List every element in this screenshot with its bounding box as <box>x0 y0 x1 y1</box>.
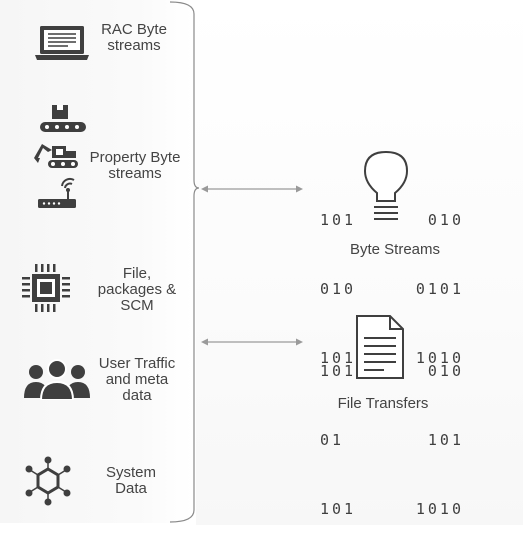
binary-row: 1010 <box>320 349 369 367</box>
bidirectional-arrow-byte-streams <box>201 185 303 193</box>
binary-row: 1010 <box>415 500 464 518</box>
source-label-file: File, packages & SCM <box>84 266 190 314</box>
sources-panel <box>0 0 194 523</box>
binary-digits-right: 010 101 1010 <box>412 314 464 544</box>
source-label-system: System Data <box>88 465 174 497</box>
source-label-line: SCM <box>120 297 154 314</box>
excavator-icon <box>34 144 78 168</box>
source-label-line: packages & <box>97 281 177 298</box>
binary-row: 101 <box>320 211 357 229</box>
hexagon-network-icon <box>25 456 71 506</box>
source-label-property: Property Byte streams <box>80 150 190 182</box>
target-caption-byte-streams: Byte Streams <box>349 241 441 258</box>
lightbulb-icon <box>363 150 409 220</box>
binary-row: 010 <box>427 362 464 380</box>
targets-panel <box>196 0 523 525</box>
source-label-line: streams <box>108 165 162 182</box>
binary-row: 0101 <box>415 280 464 298</box>
document-icon <box>356 315 404 379</box>
binary-digits-right: 010 0101 1010 <box>412 163 464 393</box>
target-caption-file-transfers: File Transfers <box>337 395 429 412</box>
source-label-line: System <box>105 464 156 481</box>
source-label-line: Data <box>115 480 147 497</box>
conveyor-icon <box>40 105 86 132</box>
bidirectional-arrow-file-transfers <box>201 338 303 346</box>
source-label-line: User Traffic <box>98 355 176 372</box>
binary-row: 010 <box>320 280 357 298</box>
binary-digits-left: 101 010 1010 <box>320 163 368 393</box>
chip-icon <box>22 264 70 312</box>
binary-digits-left: 101 01 101 <box>320 314 356 544</box>
binary-row: 010 <box>427 211 464 229</box>
source-label-user: User Traffic and meta data <box>88 356 186 404</box>
source-label-line: RAC Byte <box>101 21 167 38</box>
router-icon <box>38 177 76 208</box>
binary-row: 01 <box>320 431 345 449</box>
grouping-brace <box>169 1 200 523</box>
binary-row: 101 <box>320 362 357 380</box>
laptop-icon <box>35 26 89 60</box>
source-label-line: streams <box>107 37 161 54</box>
source-label-rac: RAC Byte streams <box>84 22 184 54</box>
binary-row: 101 <box>320 500 357 518</box>
source-label-line: File, <box>122 265 152 282</box>
source-label-line: data <box>122 387 152 404</box>
source-label-line: Property Byte <box>89 149 181 166</box>
binary-row: 101 <box>427 431 464 449</box>
users-icon <box>24 359 90 400</box>
binary-row: 1010 <box>415 349 464 367</box>
source-label-line: and meta <box>105 371 169 388</box>
